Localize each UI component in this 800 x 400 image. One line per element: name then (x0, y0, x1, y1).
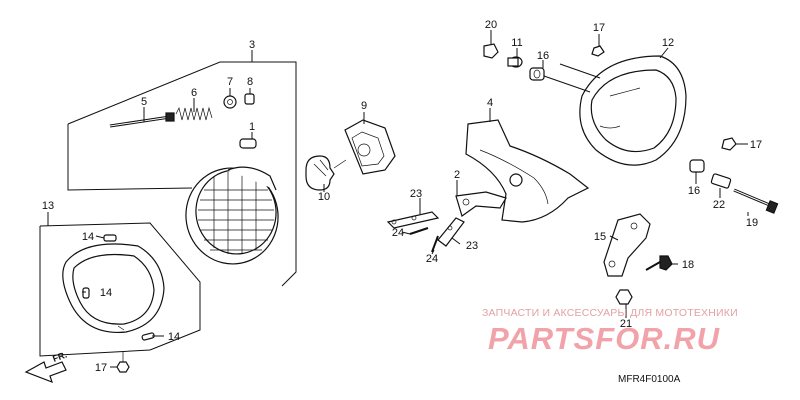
part-9-socket (344, 119, 396, 175)
part-16-grommet-upper (529, 67, 545, 81)
callout-21: 21 (620, 318, 632, 330)
part-19-bolt (733, 188, 779, 214)
part-10-bulb (305, 155, 347, 191)
callout-7: 7 (227, 76, 233, 88)
part-22-collar (710, 173, 732, 189)
callout-14-mid: 14 (100, 287, 112, 299)
headlight-rim-outline (39, 212, 201, 357)
callout-2: 2 (454, 169, 460, 181)
callout-23-upper: 23 (410, 188, 422, 200)
part-23-stay-lower (437, 217, 465, 247)
part-21-nut (615, 289, 633, 305)
callout-14-top: 14 (82, 231, 94, 243)
callout-6: 6 (191, 87, 197, 99)
part-5-screw (109, 112, 175, 128)
callout-17-left: 17 (95, 362, 107, 374)
part-18-bolt (645, 255, 673, 271)
watermark: ЗАПЧАСТИ И АКСЕССУАРЫ ДЛЯ МОТОТЕХНИКИ PA… (482, 307, 738, 356)
callout-20: 20 (485, 19, 497, 31)
callout-23-lower: 23 (466, 240, 478, 252)
callout-15: 15 (594, 231, 606, 243)
leader-lines (82, 30, 749, 368)
headlight-lens (185, 166, 279, 265)
part-4-shell (465, 119, 590, 223)
watermark-caption: ЗАПЧАСТИ И АКСЕССУАРЫ ДЛЯ МОТОТЕХНИКИ (482, 307, 738, 319)
callout-17-right: 17 (750, 139, 762, 151)
front-arrow-marker: FR. (24, 350, 68, 384)
callout-12: 12 (662, 37, 674, 49)
callout-9: 9 (361, 100, 367, 112)
front-arrow-icon (24, 361, 67, 384)
callout-16-upper: 16 (537, 50, 549, 62)
part-11-collar (507, 56, 523, 68)
callout-19: 19 (746, 217, 758, 229)
part-20-bolt (483, 43, 499, 59)
callout-14-bottom: 14 (168, 331, 180, 343)
callout-22: 22 (713, 199, 725, 211)
callout-10: 10 (318, 191, 330, 203)
callout-17-top: 17 (593, 22, 605, 34)
part-17-bolt-right (721, 137, 737, 151)
callout-18: 18 (682, 259, 694, 271)
callout-11: 11 (511, 37, 522, 49)
callout-8: 8 (247, 76, 253, 88)
callout-24-upper: 24 (392, 227, 404, 239)
part-17-bolt-left (116, 352, 130, 373)
part-6-spring (175, 106, 213, 121)
part-15-stay (603, 213, 651, 277)
callout-13: 13 (42, 200, 54, 212)
headlight-rim (62, 234, 165, 341)
part-7-nut (223, 95, 237, 109)
part-23-stay-upper (386, 211, 440, 229)
watermark-brand: PARTSFOR.RU (488, 321, 721, 356)
part-17-bolt-top (591, 45, 605, 57)
diagram-code: MFR4F0100A (618, 374, 681, 385)
part-1-rubber (239, 138, 257, 149)
part-8-cap (244, 93, 255, 105)
callout-5: 5 (141, 96, 147, 108)
part-16-grommet-lower (689, 159, 705, 173)
part-12-case (579, 55, 687, 166)
callout-16-lower: 16 (688, 185, 700, 197)
callout-24-lower: 24 (426, 253, 438, 265)
callouts: 3 5 6 7 8 1 9 10 13 14 14 14 17 20 11 16… (42, 19, 762, 374)
part-24-bolts (409, 227, 439, 253)
callout-1: 1 (249, 121, 255, 133)
part-2-bracket (455, 191, 507, 217)
callout-4: 4 (487, 97, 493, 109)
callout-3: 3 (249, 39, 255, 51)
front-label: FR. (51, 350, 68, 364)
headlight-unit-outline (67, 50, 297, 287)
